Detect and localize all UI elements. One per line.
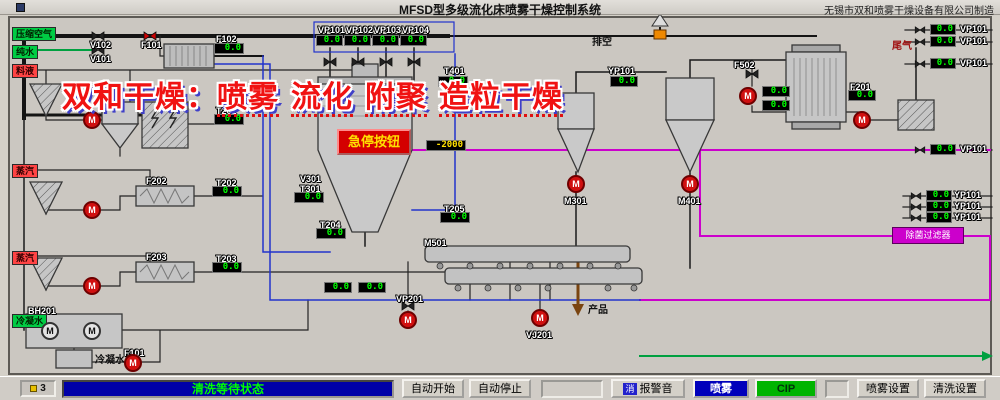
mute-alarm-button[interactable]: 消 报警音 xyxy=(611,379,685,398)
status-text: 清洗等待状态 xyxy=(191,381,264,396)
page-indicator[interactable]: 3 xyxy=(20,380,56,397)
spray-settings-button[interactable]: 喷雾设置 xyxy=(857,379,919,398)
spray-button[interactable]: 喷雾 xyxy=(693,379,749,398)
control-bar: 3 清洗等待状态 自动开始 自动停止 消 报警音 喷雾 CIP 喷雾设置 清洗设… xyxy=(0,376,1000,400)
diagram-panel xyxy=(8,16,992,375)
title-bar: MFSD型多级流化床喷雾干燥控制系统 无锡市双和喷雾干燥设备有限公司制造 xyxy=(0,0,1000,17)
auto-start-button[interactable]: 自动开始 xyxy=(402,379,464,398)
page-title: MFSD型多级流化床喷雾干燥控制系统 xyxy=(399,3,601,17)
spacer-panel xyxy=(541,379,603,398)
app-icon xyxy=(16,3,25,12)
spacer-panel-2 xyxy=(825,379,849,398)
emergency-stop-button[interactable]: 急停按钮 xyxy=(337,129,411,155)
auto-stop-button[interactable]: 自动停止 xyxy=(469,379,531,398)
page-icon xyxy=(30,385,38,392)
mute-label: 报警音 xyxy=(639,382,673,395)
sterile-filter-box: 除菌过滤器 xyxy=(892,227,964,244)
cip-button[interactable]: CIP xyxy=(755,379,817,398)
clean-settings-button[interactable]: 清洗设置 xyxy=(924,379,986,398)
page-number: 3 xyxy=(40,383,46,394)
mute-icon: 消 xyxy=(623,382,637,395)
manufacturer-text: 无锡市双和喷雾干燥设备有限公司制造 xyxy=(824,6,994,17)
status-bar: 清洗等待状态 xyxy=(62,379,394,398)
